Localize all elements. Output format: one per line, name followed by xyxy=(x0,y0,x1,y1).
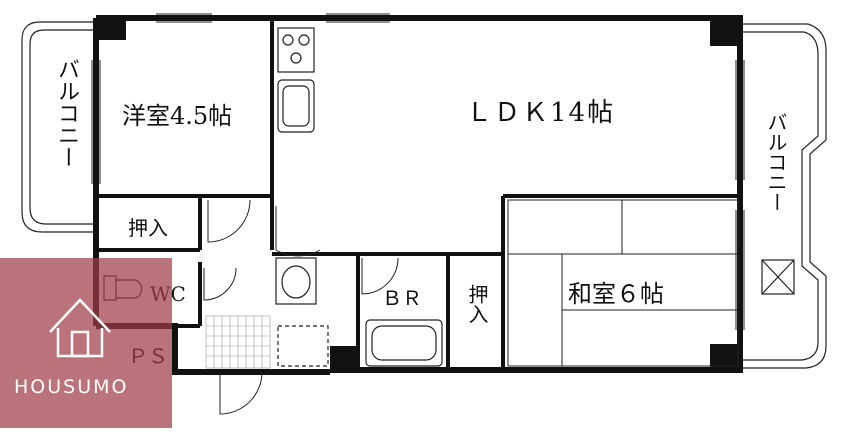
house-icon xyxy=(49,298,111,358)
stove xyxy=(277,27,315,73)
balcony-right-outline xyxy=(742,23,827,369)
column-bm xyxy=(330,346,358,372)
balcony-left-inner xyxy=(29,29,96,225)
balcony-right-inner xyxy=(742,31,819,361)
sink xyxy=(277,79,315,133)
vent-box xyxy=(761,259,795,295)
bathtub xyxy=(365,319,443,367)
washer-space xyxy=(277,325,329,367)
washbasin xyxy=(275,257,317,305)
room-bath: ＢＲ xyxy=(382,286,422,310)
brand-name: HOUSUMO xyxy=(14,376,129,398)
room-ldk: ＬＤＫ14帖 xyxy=(466,98,616,128)
balcony-left-outline xyxy=(21,21,96,233)
room-western: 洋室4.5帖 xyxy=(122,102,233,130)
room-closet-west: 押入 xyxy=(128,216,168,240)
room-japanese: 和室６帖 xyxy=(568,280,664,308)
watermark-logo xyxy=(0,258,172,428)
balcony-left-label: バルコニー xyxy=(54,58,79,168)
room-closet-jp: 押入 xyxy=(465,284,489,324)
column-tr xyxy=(710,18,740,46)
balcony-right-label: バルコニー xyxy=(764,112,788,212)
column-tl xyxy=(96,18,126,40)
